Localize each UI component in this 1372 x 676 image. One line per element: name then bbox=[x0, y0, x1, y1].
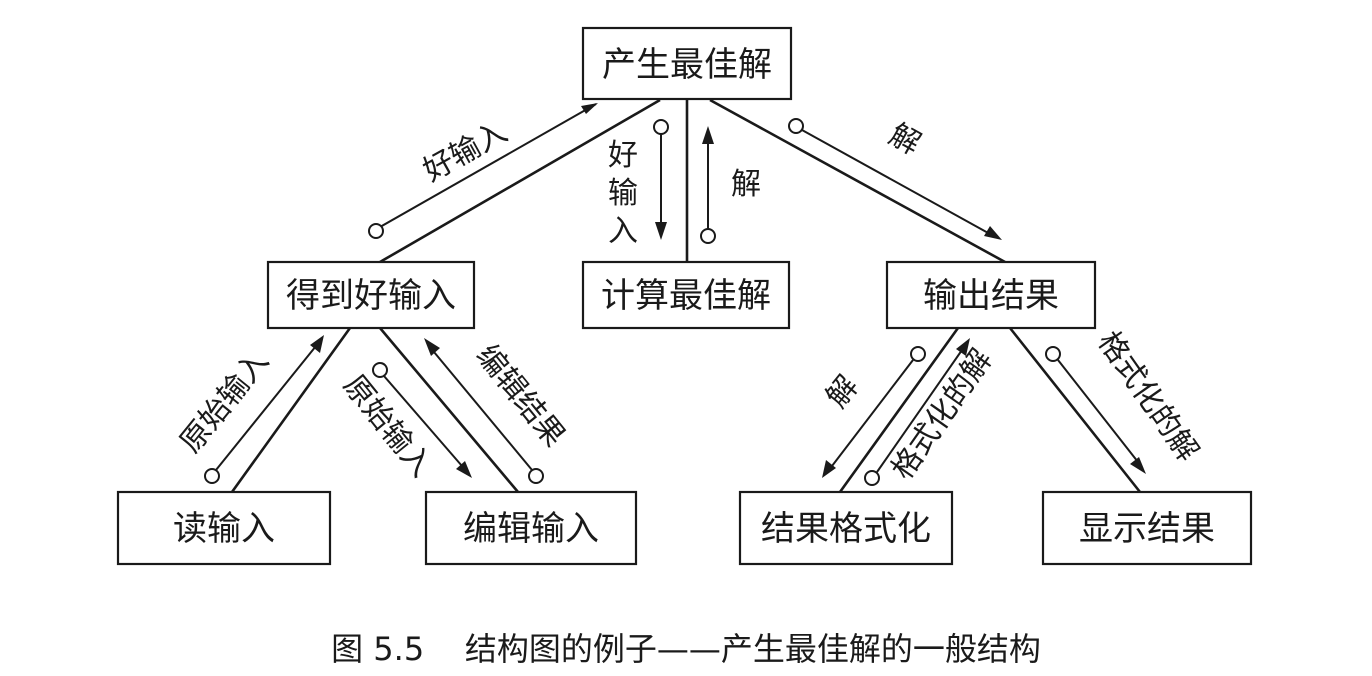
node-label: 计算最佳解 bbox=[601, 276, 771, 316]
flow-label: 格式化的解 bbox=[885, 343, 1000, 486]
couple-good-input-up: 好输入 bbox=[368, 103, 598, 239]
couple-solution-up: 解 bbox=[700, 126, 761, 244]
node-format-result: 结果格式化 bbox=[738, 490, 954, 566]
flow-label: 格式化的解 bbox=[1090, 325, 1205, 468]
node-label: 显示结果 bbox=[1079, 509, 1215, 549]
node-label: 编辑输入 bbox=[463, 509, 599, 549]
flow-label: 解 bbox=[820, 369, 866, 414]
couple-raw-input-down: 原始输入 bbox=[336, 362, 472, 484]
edge-output-to-format bbox=[838, 327, 960, 493]
node-output-result: 输出结果 bbox=[885, 260, 1097, 330]
flow-label: 原始输入 bbox=[173, 344, 276, 459]
hierarchy-edges bbox=[230, 98, 1142, 493]
flow-label: 编辑结果 bbox=[469, 338, 572, 453]
flow-label: 好 bbox=[608, 138, 638, 173]
edge-get-good-input-to-read bbox=[230, 327, 352, 493]
couple-good-input-down: 好 输 入 bbox=[608, 119, 669, 249]
figure-caption: 图 5.5 结构图的例子——产生最佳解的一般结构 bbox=[331, 630, 1041, 668]
couple-formatted-solution-to-display: 格式化的解 bbox=[1045, 325, 1205, 474]
node-read-input: 读输入 bbox=[116, 490, 332, 566]
edge-top-to-output bbox=[709, 98, 1006, 264]
couple-raw-input-up: 原始输入 bbox=[173, 335, 324, 484]
flow-label: 入 bbox=[608, 214, 638, 249]
edge-get-good-input-to-edit bbox=[379, 327, 519, 493]
node-label: 结果格式化 bbox=[761, 509, 931, 549]
node-display-result: 显示结果 bbox=[1041, 490, 1253, 566]
node-label: 输出结果 bbox=[923, 276, 1059, 316]
node-get-good-input: 得到好输入 bbox=[266, 260, 476, 330]
node-label: 得到好输入 bbox=[286, 276, 456, 316]
node-label: 产生最佳解 bbox=[602, 45, 772, 85]
edge-top-to-get-good-input bbox=[379, 98, 661, 264]
couple-formatted-solution-up: 格式化的解 bbox=[864, 338, 1000, 486]
flow-label: 输 bbox=[608, 176, 638, 211]
couple-solution-to-output: 解 bbox=[788, 117, 1002, 240]
node-compute-best-solution: 计算最佳解 bbox=[581, 260, 791, 330]
node-label: 读输入 bbox=[173, 509, 275, 549]
flow-label: 原始输入 bbox=[336, 368, 439, 483]
node-produce-best-solution: 产生最佳解 bbox=[581, 26, 793, 101]
flow-label: 解 bbox=[731, 167, 761, 202]
node-edit-input: 编辑输入 bbox=[424, 490, 638, 566]
edge-output-to-display bbox=[1008, 327, 1142, 493]
flow-label: 解 bbox=[883, 117, 926, 162]
couple-edited-result-up: 编辑结果 bbox=[424, 338, 572, 484]
